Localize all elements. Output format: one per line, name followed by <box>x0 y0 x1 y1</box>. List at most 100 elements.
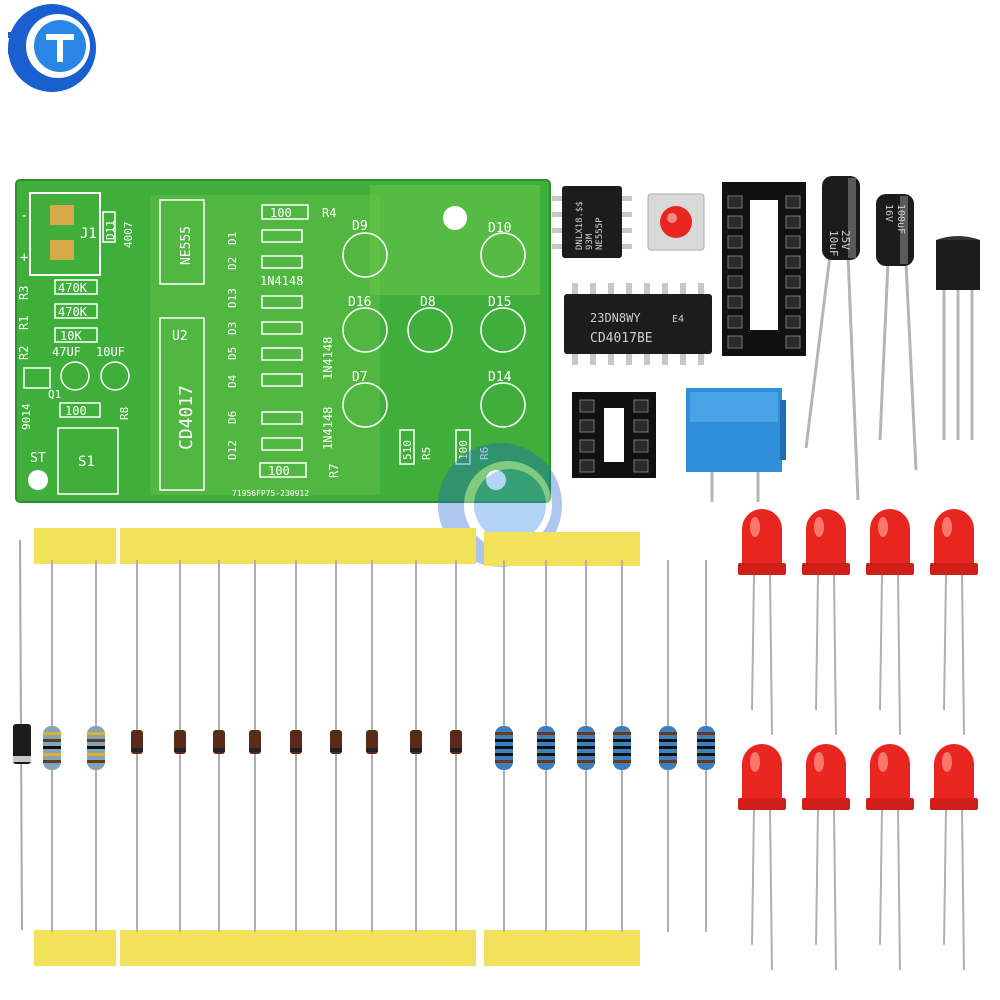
cd4017-chip: 23DN8WY E4 CD4017BE <box>564 283 712 365</box>
terminal-block <box>686 388 786 502</box>
label-10uf: 10UF <box>96 345 125 359</box>
diode-1n4148 <box>410 560 422 932</box>
red-leds <box>738 509 978 971</box>
label-d10: D10 <box>488 221 511 236</box>
label-q1: Q1 <box>48 388 61 401</box>
ne555-marking-1: NE555P <box>595 217 605 250</box>
cap-100uf-marking-2: 16V <box>883 204 894 222</box>
label-d16: D16 <box>348 295 371 310</box>
cd4017-marking-1b: E4 <box>672 314 684 325</box>
label-9014: 9014 <box>20 403 33 430</box>
cd4017-marking-1: 23DN8WY <box>590 311 641 325</box>
diode-1n4148 <box>213 560 225 932</box>
d11-outline <box>102 211 116 243</box>
diode-1n4148 <box>174 560 186 932</box>
electrolytic-capacitor-10uf: 25V 10uF <box>804 176 860 501</box>
label-1n4148-b: 1N4148 <box>321 337 335 380</box>
label-r7-value: 100 <box>268 464 290 478</box>
red-led <box>866 744 914 971</box>
label-d1: D1 <box>226 232 239 245</box>
red-led <box>802 509 850 736</box>
red-led <box>930 509 978 736</box>
label-d3: D3 <box>226 322 239 335</box>
cap-100uf-marking-1: 100uF <box>895 204 906 234</box>
component-leads <box>43 560 715 932</box>
mounting-hole <box>486 470 506 490</box>
diode-1n4148 <box>330 560 342 932</box>
cd4017-marking-2: CD4017BE <box>590 331 653 346</box>
transistor-9014 <box>936 236 980 440</box>
label-470k-b: 470K <box>58 305 88 319</box>
diode-1n4148 <box>131 560 143 932</box>
label-d11: D11 <box>104 220 117 240</box>
label-r6: R6 <box>478 447 491 460</box>
label-d9: D9 <box>352 219 368 234</box>
label-st: ST <box>30 451 46 466</box>
label-r6-value: 100 <box>457 440 470 460</box>
mounting-hole <box>443 206 467 230</box>
tactile-switch <box>647 193 705 251</box>
label-cd4017: CD4017 <box>176 385 197 450</box>
label-j1: J1 <box>80 226 97 242</box>
label-minus: - <box>20 208 28 224</box>
label-r4: R4 <box>322 206 336 220</box>
tape-strip <box>484 532 640 566</box>
label-r5: R5 <box>420 447 433 460</box>
label-u2: U2 <box>172 329 188 344</box>
ne555-marking-3: DNLX18.$$ <box>575 201 585 250</box>
led-footprints <box>342 232 526 428</box>
label-d15: D15 <box>488 295 511 310</box>
ic-socket-8 <box>572 392 656 478</box>
label-47uf: 47UF <box>52 345 81 359</box>
diode-1n4148 <box>249 560 261 932</box>
diode-1n4148 <box>366 560 378 932</box>
label-d2: D2 <box>226 257 239 270</box>
label-r7: R7 <box>327 464 341 478</box>
electrolytic-capacitor-100uf: 100uF 16V <box>876 194 918 471</box>
label-ne555: NE555 <box>179 226 194 265</box>
ic-socket-16 <box>722 182 806 356</box>
cap-10uf-marking-2: 10uF <box>827 230 840 257</box>
resistor <box>613 560 631 932</box>
label-r1: R1 <box>17 316 31 330</box>
brand-logo-icon <box>8 4 96 92</box>
tape-strips <box>34 528 640 966</box>
mounting-hole <box>28 470 48 490</box>
resistor <box>697 560 715 932</box>
red-led <box>866 509 914 736</box>
pcb-board: J1 - + D11 4007 R3 R1 R2 470K 470K 10K 4… <box>15 179 551 503</box>
cap-10uf-marking-1: 25V <box>839 230 852 250</box>
label-d13: D13 <box>226 288 239 308</box>
label-1n4148-a: 1N4148 <box>260 274 303 288</box>
solder-pad <box>50 240 74 260</box>
label-1n4148-c: 1N4148 <box>321 407 335 450</box>
tape-strip <box>34 930 116 966</box>
label-d4: D4 <box>226 374 239 388</box>
resistor <box>537 560 555 932</box>
diode-1n4148 <box>290 560 302 932</box>
label-r2: R2 <box>17 346 31 360</box>
label-470k-a: 470K <box>58 281 88 295</box>
label-s1: S1 <box>78 454 95 470</box>
resistor <box>87 560 105 932</box>
label-r4-value: 100 <box>270 206 292 220</box>
label-d14: D14 <box>488 370 512 385</box>
label-serial: 71956FP75-230912 <box>232 489 309 498</box>
tape-strip <box>484 930 640 966</box>
diode-1n4007 <box>13 539 31 931</box>
label-d8: D8 <box>420 295 436 310</box>
label-r5-value: 510 <box>401 440 414 460</box>
red-led <box>738 744 786 971</box>
label-r8-value: 100 <box>65 404 87 418</box>
diode-1n4148 <box>450 560 462 932</box>
label-d12: D12 <box>226 440 239 460</box>
label-4007: 4007 <box>122 222 135 249</box>
label-r3: R3 <box>17 286 31 300</box>
red-led <box>802 744 850 971</box>
red-led <box>930 744 978 971</box>
solder-pad <box>50 205 74 225</box>
label-10k: 10K <box>60 329 82 343</box>
label-d5: D5 <box>226 347 239 360</box>
